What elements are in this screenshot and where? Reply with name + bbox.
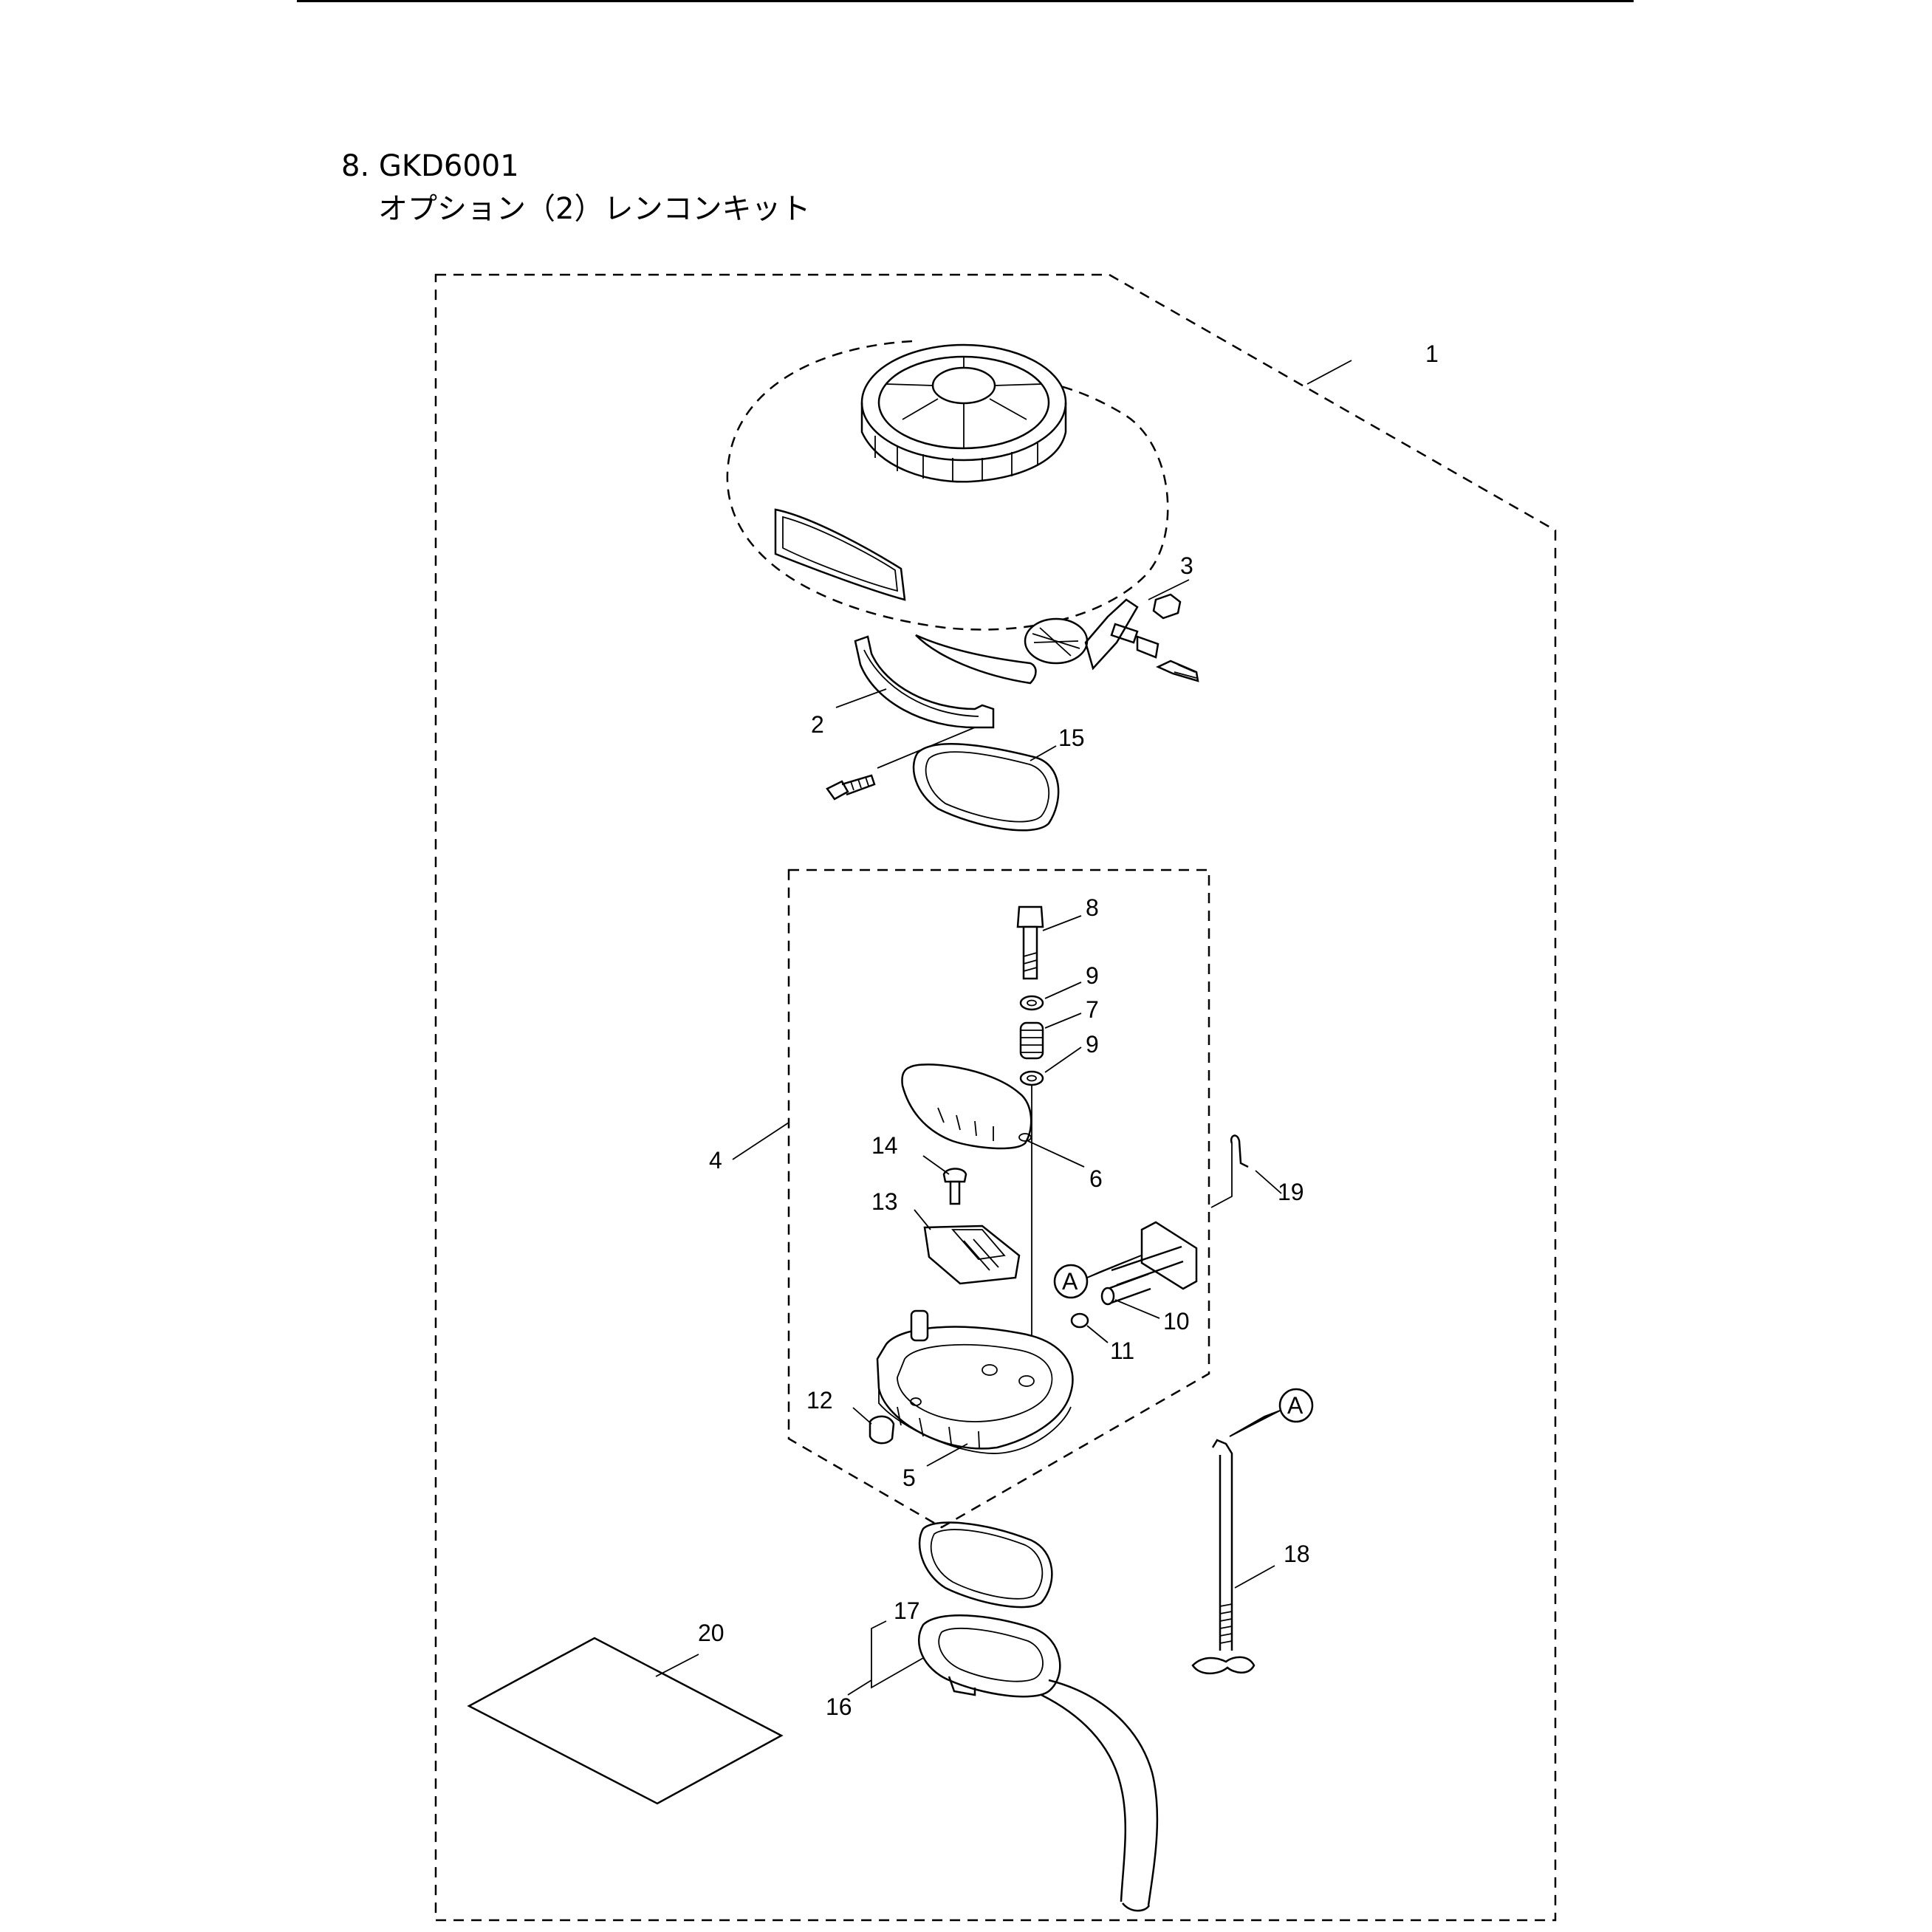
callout-3: 3 bbox=[1180, 552, 1193, 579]
part-19-pin bbox=[1230, 1134, 1249, 1168]
kit-boundary-outer bbox=[434, 273, 1557, 1922]
part-5-housing bbox=[876, 1309, 1074, 1454]
part-2-band bbox=[854, 635, 995, 729]
callout-4: 4 bbox=[709, 1147, 722, 1174]
callout-1: 1 bbox=[1425, 340, 1439, 367]
part-8-bolt bbox=[1016, 905, 1044, 980]
part-20-manual bbox=[467, 1637, 784, 1805]
callout-9b: 9 bbox=[1086, 1031, 1099, 1058]
marker-label: A bbox=[1287, 1392, 1304, 1419]
callout-20: 20 bbox=[698, 1620, 724, 1646]
callout-14: 14 bbox=[871, 1132, 898, 1159]
part-6-cover bbox=[901, 1063, 1032, 1150]
callout-12: 12 bbox=[806, 1387, 833, 1414]
callout-16: 16 bbox=[826, 1693, 852, 1720]
long-bolt bbox=[826, 774, 876, 801]
leader-lines bbox=[655, 360, 1352, 1696]
callout-6: 6 bbox=[1089, 1165, 1103, 1192]
part-17-gasket bbox=[918, 1521, 1053, 1609]
callout-11: 11 bbox=[1110, 1337, 1134, 1364]
part-9-washer-lower bbox=[1019, 1070, 1044, 1086]
section-heading: 8. GKD6001 オプション（2）レンコンキット bbox=[341, 145, 810, 230]
callout-numbers: 1 2 3 4 5 6 7 8 9 9 10 11 12 13 14 15 16… bbox=[698, 340, 1439, 1720]
part-11-oring bbox=[1070, 1312, 1089, 1329]
reference-marker-a-left: A bbox=[1053, 1255, 1142, 1299]
part-10-shaft bbox=[1100, 1143, 1233, 1306]
part-3-hardware bbox=[1110, 593, 1199, 682]
part-9-washer-upper bbox=[1019, 995, 1044, 1011]
callout-15: 15 bbox=[1058, 724, 1085, 751]
callout-10: 10 bbox=[1163, 1308, 1190, 1335]
callout-8: 8 bbox=[1086, 894, 1099, 921]
reference-marker-a-right: A bbox=[1229, 1388, 1314, 1437]
callout-9a: 9 bbox=[1086, 962, 1099, 989]
part-15-gasket bbox=[912, 743, 1060, 832]
callout-19: 19 bbox=[1278, 1179, 1304, 1205]
part-7-spring bbox=[1019, 1021, 1044, 1060]
marker-label: A bbox=[1062, 1268, 1078, 1295]
callout-2: 2 bbox=[811, 711, 824, 738]
hopper-tank bbox=[726, 340, 1169, 685]
callout-13: 13 bbox=[871, 1188, 898, 1215]
part-16-funnel bbox=[917, 1614, 1159, 1912]
part-14-screw bbox=[942, 1168, 967, 1205]
section-title: 8. GKD6001 bbox=[341, 149, 519, 183]
part-13-shutter bbox=[923, 1224, 1021, 1285]
part-18-rod bbox=[1191, 1439, 1256, 1675]
callout-18: 18 bbox=[1284, 1541, 1310, 1567]
callout-17: 17 bbox=[894, 1597, 920, 1624]
part-12-plug bbox=[869, 1415, 895, 1445]
callout-7: 7 bbox=[1086, 996, 1099, 1023]
section-subtitle: オプション（2）レンコンキット bbox=[378, 192, 811, 226]
top-rule bbox=[297, 0, 1634, 2]
callout-5: 5 bbox=[902, 1465, 916, 1491]
